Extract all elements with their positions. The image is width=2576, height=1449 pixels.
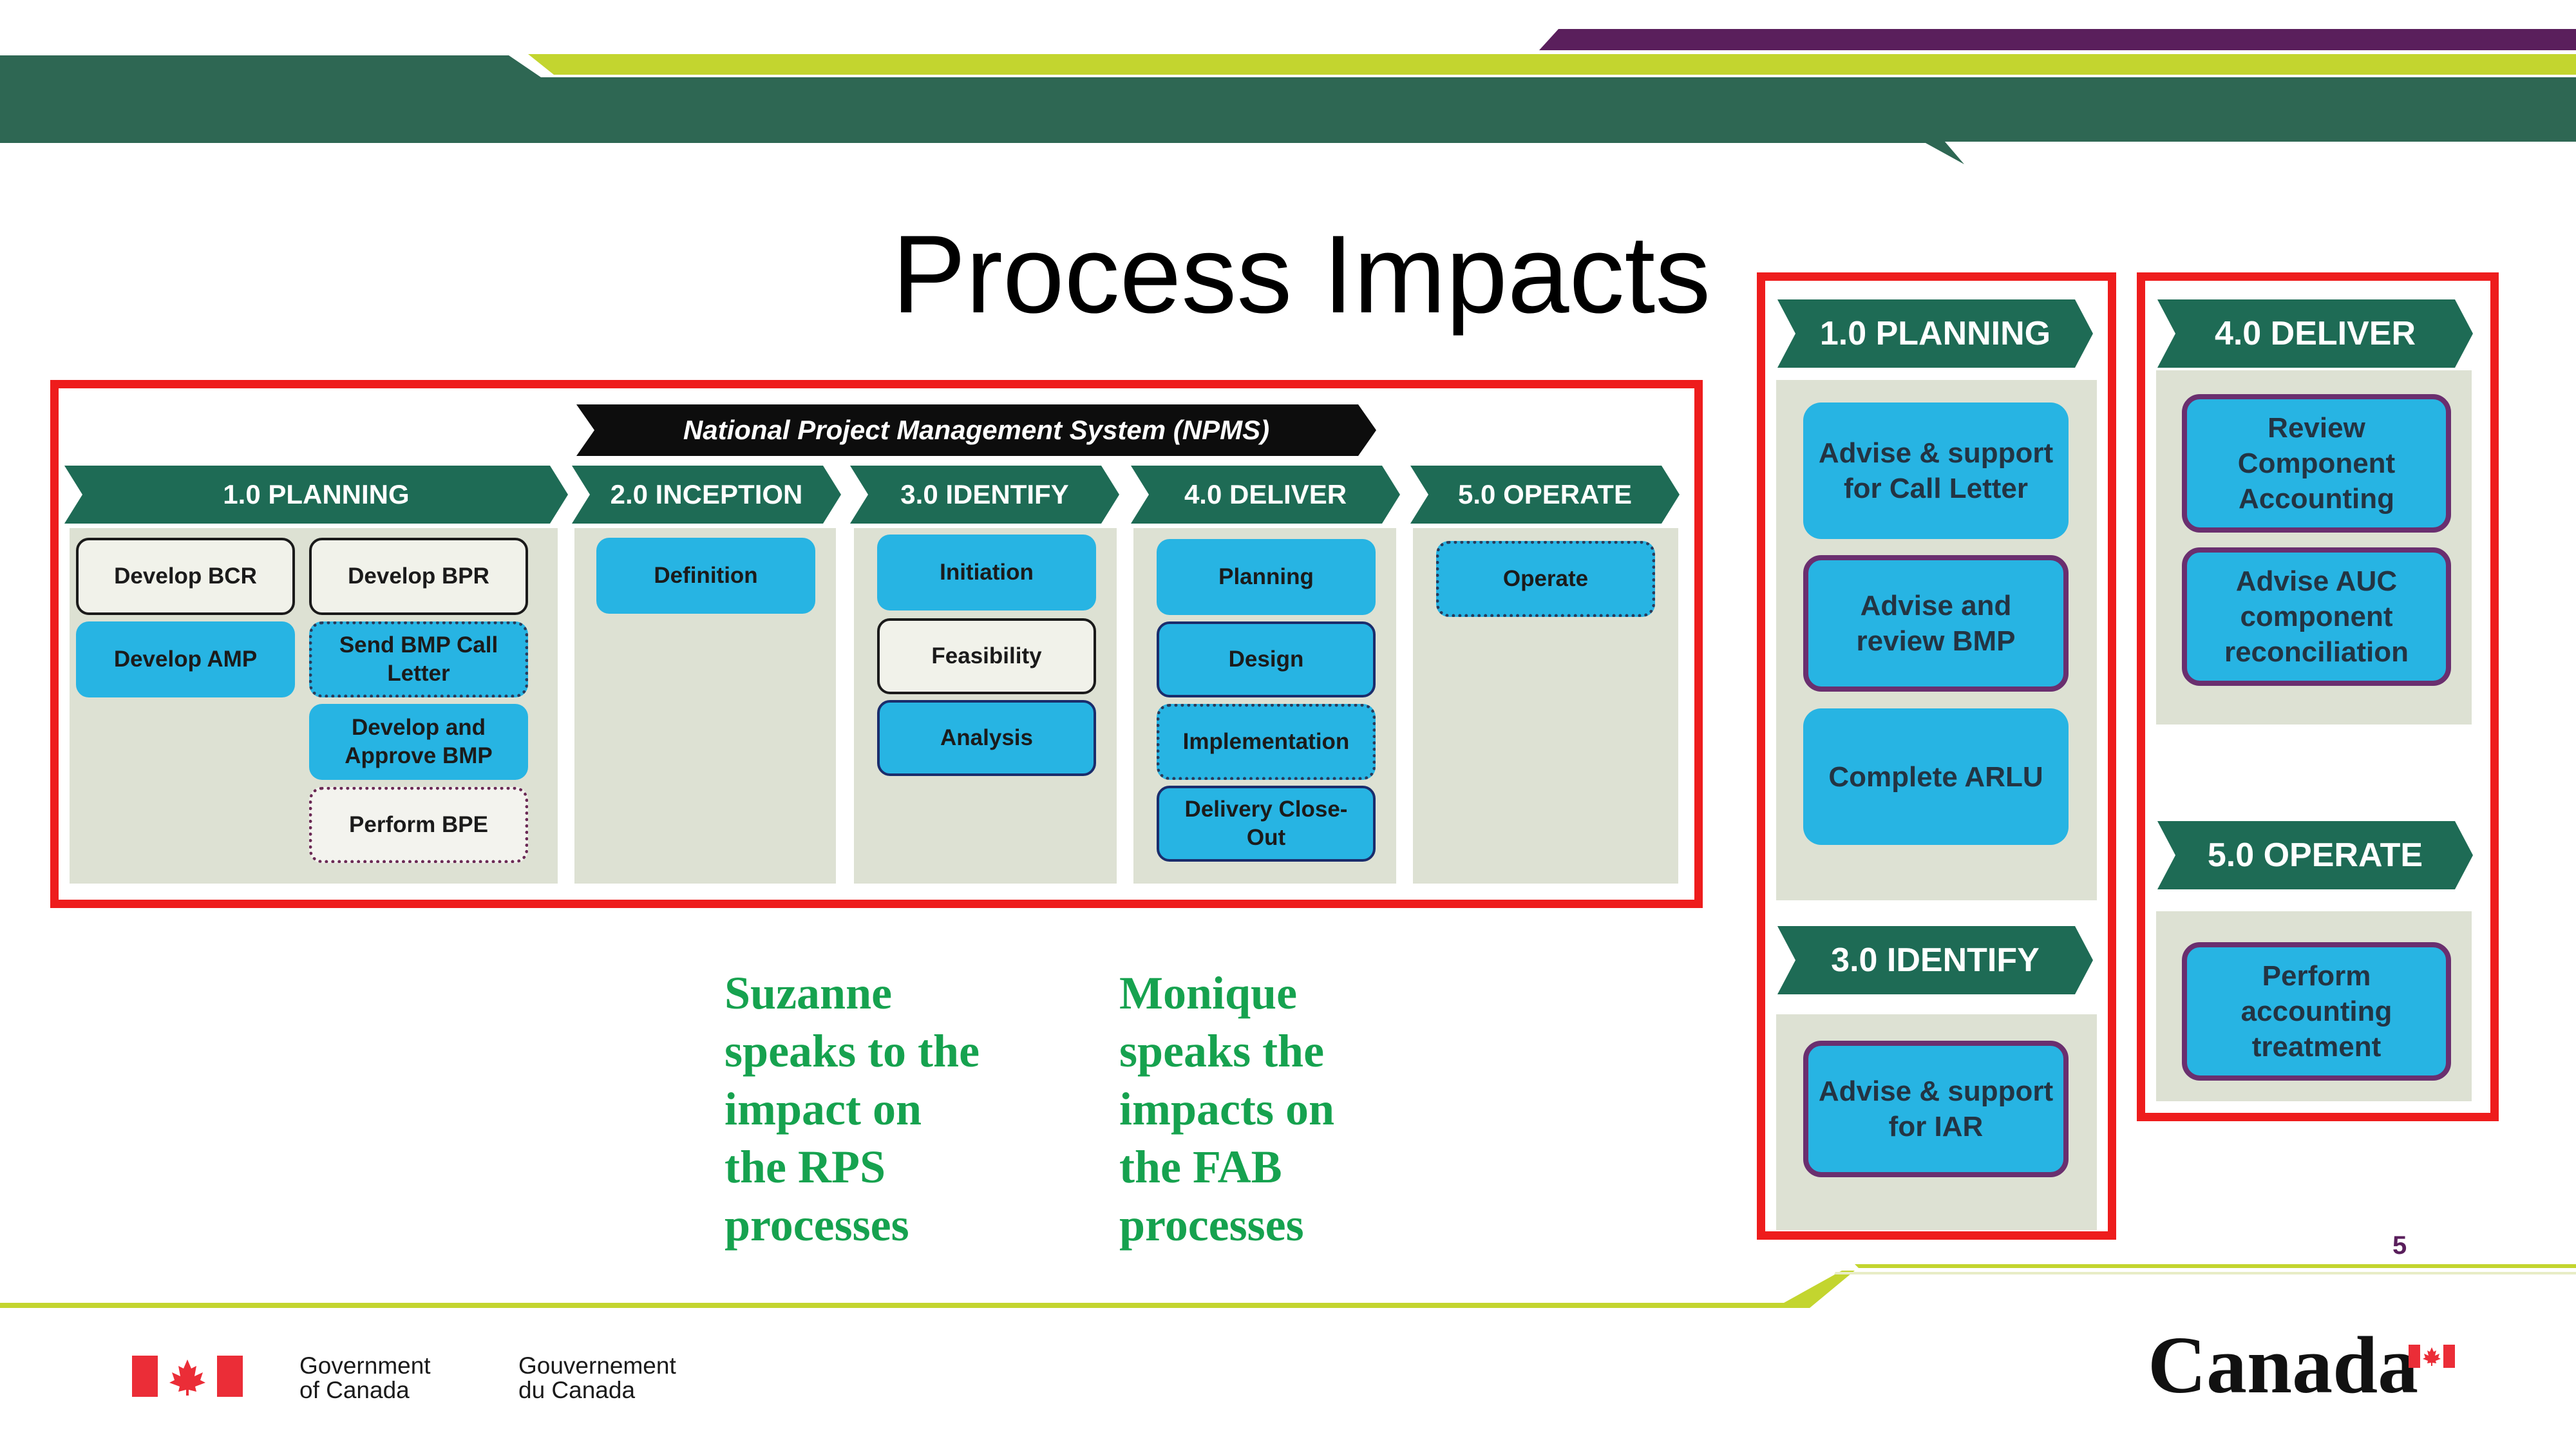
fab-panel-frame <box>2137 272 2499 1121</box>
suzanne-note-line: the RPS <box>724 1141 886 1193</box>
npms-phase-identify: 3.0 IDENTIFY <box>850 466 1119 524</box>
process-box-implementation: Implementation <box>1157 704 1376 780</box>
fab-box-auc-reconciliation: Advise AUC component reconciliation <box>2182 547 2451 686</box>
suzanne-note-line: Suzanne <box>724 967 893 1019</box>
canada-flag-icon <box>132 1356 243 1397</box>
footer-band <box>0 1264 2576 1308</box>
monique-note-line: speaks the <box>1119 1025 1325 1077</box>
npms-frame <box>50 380 1703 908</box>
process-box-delivery-closeout: Delivery Close-Out <box>1157 786 1376 862</box>
process-box-feasibility: Feasibility <box>877 618 1096 694</box>
fab-box-review-component: Review Component Accounting <box>2182 394 2451 533</box>
gov-fr-line: du Canada <box>518 1377 636 1403</box>
slide-title: Process Impacts <box>892 213 1711 336</box>
rps-box-call-letter: Advise & support for Call Letter <box>1803 402 2069 539</box>
gov-fr-wordmark: Gouvernement du Canada <box>518 1354 676 1403</box>
gov-en-line: Government <box>299 1352 431 1379</box>
monique-note: Monique speaks the impacts on the FAB pr… <box>1119 964 1334 1254</box>
npms-phase-inception: 2.0 INCEPTION <box>572 466 841 524</box>
monique-note-line: processes <box>1119 1199 1304 1251</box>
process-box-perform-bpe: Perform BPE <box>309 787 528 863</box>
monique-note-line: impacts on <box>1119 1083 1335 1135</box>
fab-phase-deliver: 4.0 DELIVER <box>2157 299 2473 368</box>
rps-box-iar: Advise & support for IAR <box>1803 1041 2069 1177</box>
suzanne-note-line: impact on <box>724 1083 922 1135</box>
npms-banner-text: National Project Management System (NPMS… <box>683 415 1270 445</box>
rps-phase-planning: 1.0 PLANNING <box>1777 299 2093 368</box>
rps-box-review-bmp: Advise and review BMP <box>1803 555 2069 692</box>
header-banner <box>0 29 2576 164</box>
process-box-develop-approve-bmp: Develop and Approve BMP <box>309 704 528 780</box>
fab-phase-operate: 5.0 OPERATE <box>2157 821 2473 889</box>
gov-en-line: of Canada <box>299 1377 410 1403</box>
canada-wordmark: Canada <box>2148 1321 2419 1410</box>
page-number: 5 <box>2392 1231 2407 1260</box>
process-box-send-bmp-call-letter: Send BMP Call Letter <box>309 621 528 697</box>
npms-phase-planning: 1.0 PLANNING <box>64 466 568 524</box>
gov-en-wordmark: Government of Canada <box>299 1354 431 1403</box>
monique-note-line: Monique <box>1119 967 1298 1019</box>
npms-phase-operate: 5.0 OPERATE <box>1410 466 1680 524</box>
suzanne-note: Suzanne speaks to the impact on the RPS … <box>724 964 980 1254</box>
suzanne-note-line: speaks to the <box>724 1025 980 1077</box>
monique-note-line: the FAB <box>1119 1141 1282 1193</box>
npms-phase-deliver: 4.0 DELIVER <box>1131 466 1400 524</box>
npms-banner: National Project Management System (NPMS… <box>576 404 1376 456</box>
canada-wordmark-flag-icon <box>2409 1345 2455 1368</box>
gov-fr-line: Gouvernement <box>518 1352 676 1379</box>
process-box-analysis: Analysis <box>877 700 1096 776</box>
process-box-definition: Definition <box>596 538 815 614</box>
process-box-planning: Planning <box>1157 539 1376 615</box>
process-box-develop-bcr: Develop BCR <box>76 538 295 615</box>
process-box-operate: Operate <box>1436 541 1655 617</box>
rps-box-complete-arlu: Complete ARLU <box>1803 708 2069 845</box>
rps-phase-identify: 3.0 IDENTIFY <box>1777 926 2093 994</box>
process-box-initiation: Initiation <box>877 535 1096 611</box>
fab-box-accounting-treatment: Perform accounting treatment <box>2182 942 2451 1081</box>
process-box-develop-amp: Develop AMP <box>76 621 295 697</box>
suzanne-note-line: processes <box>724 1199 909 1251</box>
process-box-design: Design <box>1157 621 1376 697</box>
rps-panel-frame <box>1757 272 2116 1240</box>
process-box-develop-bpr: Develop BPR <box>309 538 528 615</box>
